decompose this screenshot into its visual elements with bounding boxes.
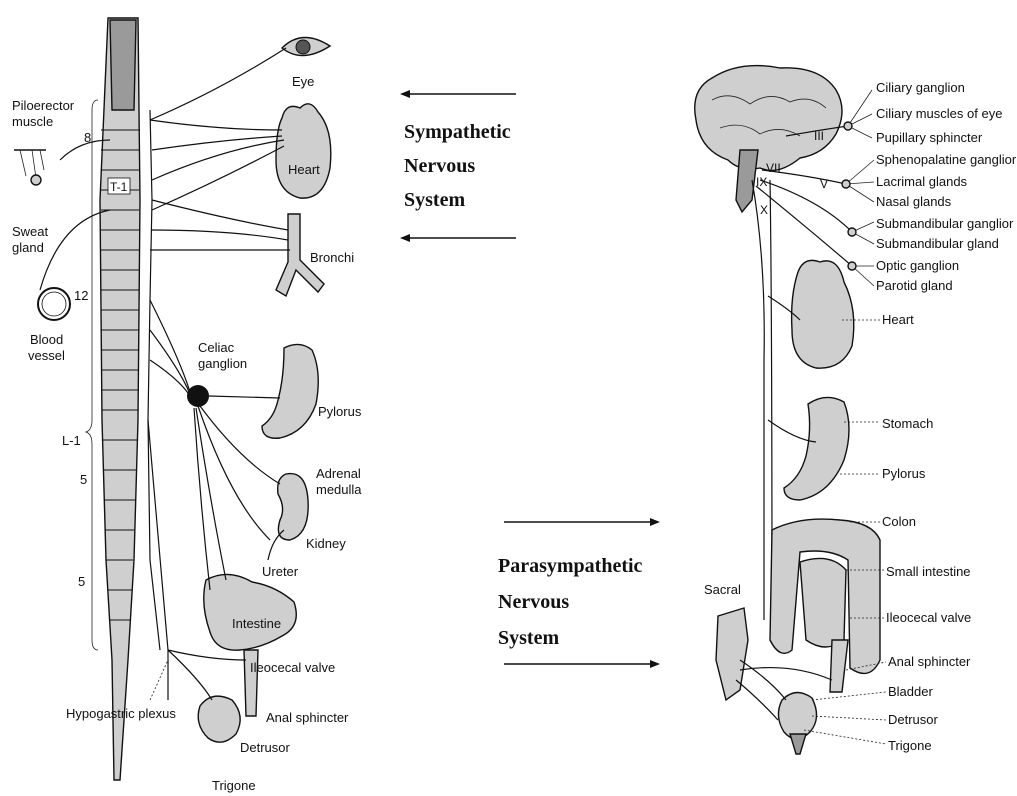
sacral-fiber-3	[736, 680, 778, 720]
label-sacral: Sacral	[704, 582, 741, 597]
cn-x: X	[760, 203, 768, 217]
parasympathetic-title-1: Parasympathetic	[498, 555, 643, 577]
heart-organ-right	[792, 260, 854, 368]
sympathetic-title-3: System	[404, 189, 465, 211]
label-piloerector-2: muscle	[12, 114, 53, 129]
label-lacrimal: Lacrimal glands	[876, 174, 968, 189]
label-trigone-right: Trigone	[888, 738, 932, 753]
celiac-ganglion-node	[187, 385, 209, 407]
stomach-organ-right	[784, 397, 849, 500]
label-sweat-2: gland	[12, 240, 44, 255]
center-titles: Sympathetic Nervous System Parasympathet…	[400, 90, 660, 668]
label-heart: Heart	[288, 162, 320, 177]
piloerector-muscle	[14, 150, 46, 185]
label-adrenal-1: Adrenal	[316, 466, 361, 481]
small-intestine-organ	[800, 558, 846, 647]
label-ileocecal: Ileocecal valve	[250, 660, 335, 675]
segment-label-t1: T-1	[110, 180, 128, 194]
segment-label-l5: 5	[80, 472, 87, 487]
label-adrenal-2: medulla	[316, 482, 362, 497]
bladder-organ-right	[778, 692, 816, 739]
parasympathetic-title-2: Nervous	[498, 591, 569, 613]
label-submandibular-ganglion: Submandibular ganglior	[876, 216, 1014, 231]
label-stomach: Stomach	[882, 416, 933, 431]
brain-organ	[695, 66, 842, 171]
kidney-organ	[278, 474, 309, 540]
sympathetic-chain	[148, 110, 160, 650]
label-ciliary-ganglion: Ciliary ganglion	[876, 80, 965, 95]
label-anal: Anal sphincter	[266, 710, 349, 725]
label-celiac-1: Celiac	[198, 340, 235, 355]
heart-organ	[276, 104, 331, 198]
sympathetic-title-1: Sympathetic	[404, 121, 511, 143]
bladder-organ	[198, 696, 240, 742]
label-heart-right: Heart	[882, 312, 914, 327]
parasympathetic-title-3: System	[498, 627, 559, 649]
blood-vessel-ring	[38, 288, 70, 320]
label-hypogastric: Hypogastric plexus	[66, 706, 176, 721]
arrowhead-right-bottom	[650, 660, 660, 668]
label-piloerector-1: Piloerector	[12, 98, 75, 113]
stomach-organ	[262, 344, 318, 438]
segment-label-12: 12	[74, 288, 88, 303]
label-blood-1: Blood	[30, 332, 63, 347]
label-intestine: Intestine	[232, 616, 281, 631]
arrowhead-right-top	[650, 518, 660, 526]
sacral-fiber-1	[740, 660, 786, 700]
sympathetic-title-2: Nervous	[404, 155, 475, 177]
label-trigone: Trigone	[212, 778, 256, 793]
label-optic: Optic ganglion	[876, 258, 959, 273]
label-celiac-2: ganglion	[198, 356, 247, 371]
cervical-segment	[110, 20, 136, 110]
label-sweat-1: Sweat	[12, 224, 49, 239]
label-bladder: Bladder	[888, 684, 933, 699]
hypogastric-leader	[150, 660, 168, 700]
spinal-cord	[100, 18, 140, 780]
rectum-organ	[830, 640, 848, 692]
label-detrusor: Detrusor	[240, 740, 291, 755]
cn-vii: VII	[766, 161, 781, 175]
label-eye: Eye	[292, 74, 314, 89]
arrowhead-left-top	[400, 90, 410, 98]
label-submandibular-gland: Submandibular gland	[876, 236, 999, 251]
trigone-organ-right	[790, 734, 806, 754]
label-blood-2: vessel	[28, 348, 65, 363]
intestine-organ	[204, 574, 297, 650]
label-nasal: Nasal glands	[876, 194, 952, 209]
parasympathetic-diagram: III VII IX V X	[695, 66, 1017, 754]
segment-label-s5: 5	[78, 574, 85, 589]
eye-organ	[282, 37, 330, 55]
label-pylorus: Pylorus	[318, 404, 362, 419]
label-pupillary: Pupillary sphincter	[876, 130, 983, 145]
label-ureter: Ureter	[262, 564, 299, 579]
spine-brace	[86, 100, 98, 650]
label-small-intestine: Small intestine	[886, 564, 971, 579]
label-pylorus-right: Pylorus	[882, 466, 926, 481]
label-sphenopalatine: Sphenopalatine ganglior	[876, 152, 1017, 167]
label-kidney: Kidney	[306, 536, 346, 551]
label-bronchi: Bronchi	[310, 250, 354, 265]
sympathetic-diagram: 8 T-1 12 L-1 5 5	[12, 18, 362, 793]
arrowhead-left-bottom	[400, 234, 410, 242]
label-anal-right: Anal sphincter	[888, 654, 971, 669]
segment-label-l1: L-1	[62, 433, 81, 448]
brainstem	[736, 150, 758, 212]
label-ciliary-muscles: Ciliary muscles of eye	[876, 106, 1002, 121]
label-ileocecal-right: Ileocecal valve	[886, 610, 971, 625]
vagus-nerve	[752, 180, 764, 620]
label-parotid: Parotid gland	[876, 278, 953, 293]
label-colon: Colon	[882, 514, 916, 529]
label-detrusor-right: Detrusor	[888, 712, 939, 727]
